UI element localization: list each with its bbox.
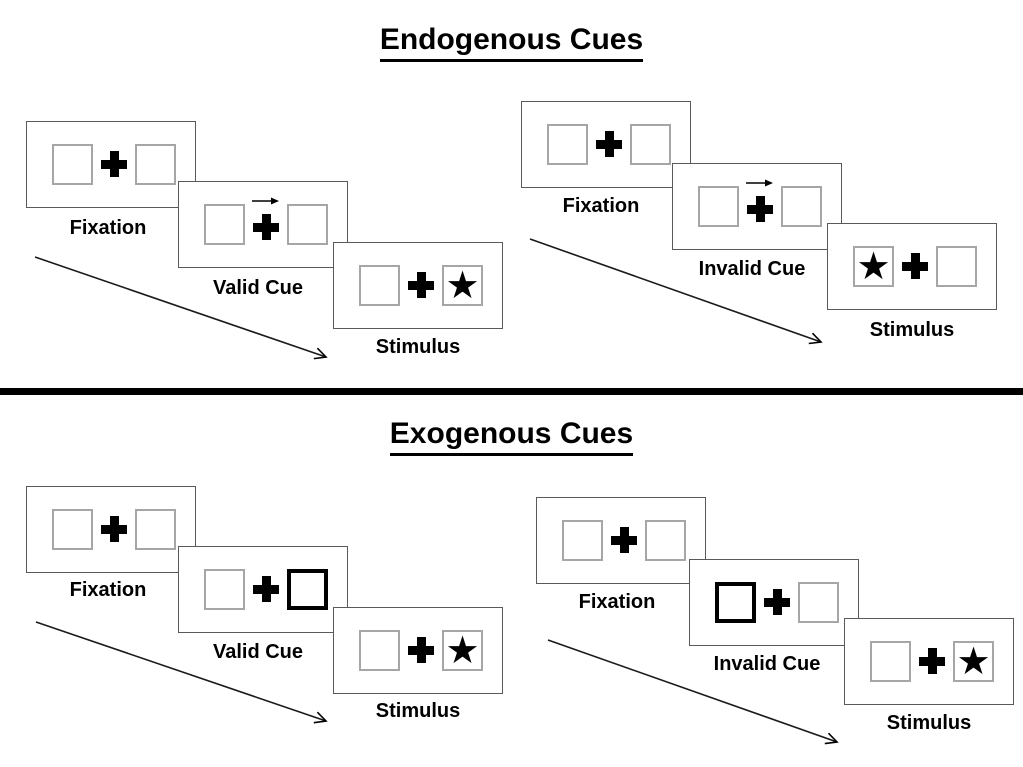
fixation-cross-icon xyxy=(611,527,637,553)
placeholder-square-right xyxy=(645,520,686,561)
fixation-cross-icon xyxy=(253,214,279,240)
placeholder-square-left xyxy=(698,186,739,227)
cue-panel xyxy=(672,163,842,250)
target-square: ★ xyxy=(442,630,483,671)
fixation-panel xyxy=(26,486,196,573)
fixation-panel xyxy=(536,497,706,584)
placeholder-square-left xyxy=(204,204,245,245)
placeholder-square-left xyxy=(562,520,603,561)
cue-panel xyxy=(178,181,348,268)
panel-label: Stimulus xyxy=(375,336,461,358)
fixation-cross-icon xyxy=(764,589,790,615)
star-icon: ★ xyxy=(856,243,891,288)
panel-label: Fixation xyxy=(562,195,640,217)
fixation-cross-icon xyxy=(101,151,127,177)
star-icon: ★ xyxy=(956,638,991,683)
placeholder-square-left xyxy=(359,630,400,671)
timeline-arrow-icon xyxy=(529,238,823,345)
placeholder-square-right xyxy=(936,246,977,287)
target-square: ★ xyxy=(442,265,483,306)
placeholder-square-right xyxy=(287,204,328,245)
placeholder-square-right xyxy=(135,509,176,550)
fixation-panel xyxy=(521,101,691,188)
placeholder-square-right xyxy=(630,124,671,165)
star-icon: ★ xyxy=(445,627,480,672)
placeholder-square-left xyxy=(547,124,588,165)
placeholder-square-right xyxy=(781,186,822,227)
target-square: ★ xyxy=(853,246,894,287)
section-title-endogenous: Endogenous Cues xyxy=(0,23,1023,62)
placeholder-square-right xyxy=(135,144,176,185)
cue-arrow-right-icon xyxy=(746,179,773,187)
panel-label: Fixation xyxy=(578,591,656,613)
fixation-panel xyxy=(26,121,196,208)
stimulus-panel: ★ xyxy=(827,223,997,310)
timeline-arrow-icon xyxy=(34,256,328,360)
placeholder-square-left xyxy=(52,509,93,550)
divider-line xyxy=(0,388,1023,395)
target-square: ★ xyxy=(953,641,994,682)
cue-panel xyxy=(689,559,859,646)
timeline-arrow-icon xyxy=(35,621,328,724)
fixation-cross-icon xyxy=(902,253,928,279)
cue-arrow-right-icon xyxy=(252,197,279,205)
fixation-cross-icon xyxy=(747,196,773,222)
panel-label: Stimulus xyxy=(375,700,461,722)
placeholder-square-left xyxy=(870,641,911,682)
panel-label: Invalid Cue xyxy=(698,258,806,280)
fixation-cross-icon xyxy=(596,131,622,157)
placeholder-square-left xyxy=(359,265,400,306)
cue-square-bold xyxy=(715,582,756,623)
placeholder-square-right xyxy=(798,582,839,623)
stimulus-panel: ★ xyxy=(333,607,503,694)
fixation-cross-icon xyxy=(919,648,945,674)
fixation-cross-icon xyxy=(408,637,434,663)
panel-label: Fixation xyxy=(69,217,147,239)
panel-label: Fixation xyxy=(69,579,147,601)
cue-square-bold xyxy=(287,569,328,610)
star-icon: ★ xyxy=(445,262,480,307)
panel-label: Valid Cue xyxy=(212,277,304,299)
stimulus-panel: ★ xyxy=(333,242,503,329)
fixation-cross-icon xyxy=(408,272,434,298)
fixation-cross-icon xyxy=(253,576,279,602)
placeholder-square-left xyxy=(52,144,93,185)
section-title-exogenous: Exogenous Cues xyxy=(0,417,1023,456)
fixation-cross-icon xyxy=(101,516,127,542)
stimulus-panel: ★ xyxy=(844,618,1014,705)
panel-label: Stimulus xyxy=(886,712,972,734)
cue-panel xyxy=(178,546,348,633)
panel-label: Stimulus xyxy=(869,319,955,341)
panel-label: Valid Cue xyxy=(212,641,304,663)
panel-label: Invalid Cue xyxy=(713,653,821,675)
placeholder-square-left xyxy=(204,569,245,610)
